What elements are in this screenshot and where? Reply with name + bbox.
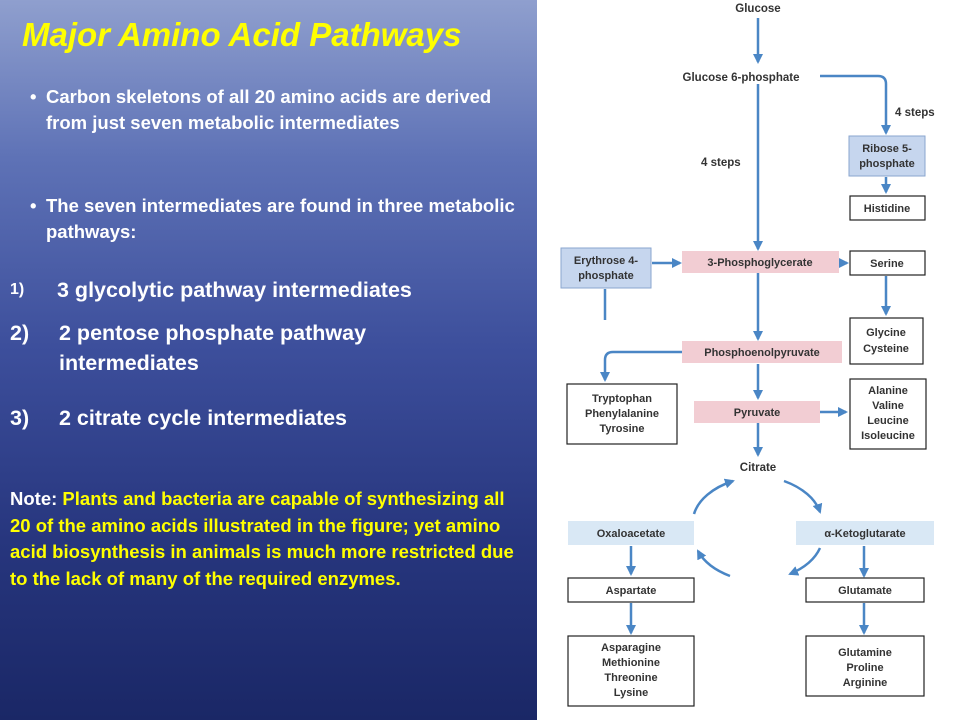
arrow-pep-aromatic: [600, 350, 758, 382]
svg-text:Asparagine: Asparagine: [601, 642, 661, 654]
note-text: Plants and bacteria are capable of synth…: [10, 488, 514, 589]
svg-text:Lysine: Lysine: [614, 687, 648, 699]
svg-text:Isoleucine: Isoleucine: [861, 430, 915, 442]
svg-text:Aspartate: Aspartate: [606, 585, 657, 597]
node-3-phosphoglycerate: 3-Phosphoglycerate: [682, 251, 839, 273]
bullet-marker: •: [30, 86, 37, 107]
node-serine: Serine: [849, 250, 926, 276]
bullet-text: Carbon skeletons of all 20 amino acids a…: [46, 86, 492, 133]
svg-text:α-Ketoglutarate: α-Ketoglutarate: [824, 528, 905, 540]
svg-text:Glycine: Glycine: [866, 327, 906, 339]
numbered-item: 1) 3 glycolytic pathway intermediates: [10, 275, 530, 305]
svg-text:Glutamate: Glutamate: [838, 585, 892, 597]
numbered-text: 2 pentose phosphate pathway intermediate…: [59, 321, 367, 375]
svg-text:Histidine: Histidine: [864, 203, 910, 215]
note-label: Note:: [10, 488, 58, 509]
numbered-text: 2 citrate cycle intermediates: [59, 406, 348, 430]
svg-text:Serine: Serine: [870, 258, 904, 270]
node-phosphoenolpyruvate: Phosphoenolpyruvate: [682, 341, 842, 363]
svg-text:Valine: Valine: [872, 400, 904, 412]
steps-label-right: 4 steps: [895, 107, 935, 119]
pathway-diagram-panel: 4 steps 4 steps Glucose Glucose 6-phosph…: [537, 0, 960, 720]
svg-text:Cysteine: Cysteine: [863, 343, 909, 355]
steps-label-main: 4 steps: [701, 157, 741, 169]
svg-text:phosphate: phosphate: [578, 270, 634, 282]
svg-text:Arginine: Arginine: [843, 677, 888, 689]
node-histidine: Histidine: [849, 195, 926, 221]
note-paragraph: Note: Plants and bacteria are capable of…: [10, 486, 530, 592]
number-marker: 2): [10, 321, 30, 345]
node-citrate: Citrate: [740, 462, 776, 474]
node-glucose: Glucose: [735, 3, 780, 15]
numbered-text: 3 glycolytic pathway intermediates: [57, 278, 412, 302]
node-branched-chain-amino-acids: Alanine Valine Leucine Isoleucine: [849, 378, 927, 450]
slide-text-panel: Major Amino Acid Pathways • Carbon skele…: [0, 0, 537, 720]
svg-text:3-Phosphoglycerate: 3-Phosphoglycerate: [707, 257, 812, 269]
slide-title: Major Amino Acid Pathways: [22, 16, 462, 53]
bullet-item: • The seven intermediates are found in t…: [30, 193, 520, 245]
number-marker: 3): [10, 406, 30, 430]
svg-text:Erythrose 4-: Erythrose 4-: [574, 255, 639, 267]
numbered-item: 3) 2 citrate cycle intermediates: [10, 403, 530, 433]
arrow-citrate-akg: [783, 479, 823, 514]
node-glutamate: Glutamate: [805, 577, 925, 603]
svg-text:Oxaloacetate: Oxaloacetate: [597, 528, 665, 540]
node-aspartate: Aspartate: [567, 577, 695, 603]
node-glucose-6-phosphate: Glucose 6-phosphate: [683, 72, 800, 84]
bullet-text: The seven intermediates are found in thr…: [46, 195, 515, 242]
arrow-oxaloacetate-citrate: [692, 478, 735, 515]
svg-text:Pyruvate: Pyruvate: [734, 407, 780, 419]
node-pyruvate: Pyruvate: [694, 401, 820, 423]
svg-text:phosphate: phosphate: [859, 158, 915, 170]
svg-text:Glutamine: Glutamine: [838, 647, 892, 659]
node-aromatic-amino-acids: Tryptophan Phenylalanine Tyrosine: [566, 383, 678, 445]
svg-text:Ribose 5-: Ribose 5-: [862, 143, 912, 155]
arrow-cycle-oxaloacetate: [696, 549, 731, 578]
svg-text:Proline: Proline: [846, 662, 883, 674]
node-oxaloacetate: Oxaloacetate: [568, 521, 694, 545]
numbered-item: 2) 2 pentose phosphate pathway intermedi…: [10, 318, 470, 378]
node-aspartate-family: Asparagine Methionine Threonine Lysine: [567, 635, 695, 707]
node-glutamate-family: Glutamine Proline Arginine: [805, 635, 925, 697]
pathway-diagram: 4 steps 4 steps Glucose Glucose 6-phosph…: [560, 3, 935, 707]
bullet-marker: •: [30, 195, 37, 216]
node-glycine-cysteine: Glycine Cysteine: [849, 317, 924, 365]
svg-text:Phenylalanine: Phenylalanine: [585, 408, 659, 420]
svg-text:Methionine: Methionine: [602, 657, 660, 669]
node-alpha-ketoglutarate: α-Ketoglutarate: [796, 521, 934, 545]
node-ribose-5-phosphate: Ribose 5- phosphate: [848, 135, 926, 177]
node-erythrose-4-phosphate: Erythrose 4- phosphate: [560, 247, 652, 289]
number-marker: 1): [10, 281, 25, 298]
arrow-g6p-ribose: [820, 74, 891, 135]
pathway-arrows: [600, 18, 891, 635]
svg-text:Alanine: Alanine: [868, 385, 908, 397]
svg-text:Tyrosine: Tyrosine: [599, 423, 644, 435]
arrow-akg-cycle: [788, 547, 822, 576]
svg-text:Threonine: Threonine: [604, 672, 657, 684]
bullet-item: • Carbon skeletons of all 20 amino acids…: [30, 84, 520, 136]
svg-text:Tryptophan: Tryptophan: [592, 393, 652, 405]
svg-text:Phosphoenolpyruvate: Phosphoenolpyruvate: [704, 347, 820, 359]
svg-text:Leucine: Leucine: [867, 415, 909, 427]
